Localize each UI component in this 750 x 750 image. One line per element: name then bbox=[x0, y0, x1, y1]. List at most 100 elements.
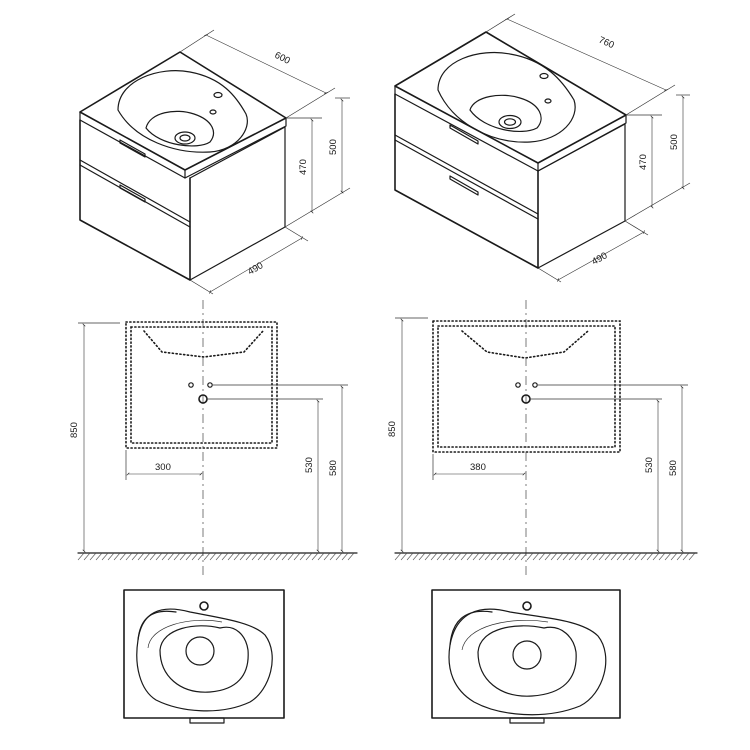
floor-hatch-line bbox=[209, 552, 217, 561]
floor-hatch-line bbox=[418, 552, 426, 561]
floor-hatch-line bbox=[454, 552, 462, 561]
large-cabinet-height-label: 470 bbox=[638, 154, 649, 170]
floor-hatch-line bbox=[550, 552, 558, 561]
small-cabinet-side bbox=[189, 126, 286, 281]
floor-hatch-line bbox=[676, 552, 684, 561]
large-unit-elevation: 850 530 580 380 bbox=[387, 300, 698, 575]
floor-hatch-line bbox=[167, 552, 175, 561]
large-bottom-handle[interactable] bbox=[449, 175, 479, 196]
floor-hatch-line bbox=[526, 552, 534, 561]
floor-hatch-line bbox=[95, 552, 103, 561]
floor-hatch-line bbox=[472, 552, 480, 561]
large-drain-inner bbox=[503, 118, 517, 126]
floor-hatch-line bbox=[646, 552, 654, 561]
floor-hatch-line bbox=[77, 552, 85, 561]
floor-hatch-line bbox=[562, 552, 570, 561]
small-countertop-side-edge bbox=[184, 117, 287, 179]
small-top-handle[interactable] bbox=[119, 139, 146, 158]
large-cabinet-front bbox=[394, 93, 539, 269]
floor-hatch-line bbox=[412, 552, 420, 561]
small-drain-inner bbox=[179, 134, 191, 142]
small-basin-outline bbox=[143, 330, 264, 358]
floor-hatch-line bbox=[682, 552, 690, 561]
floor-hatch-line bbox=[125, 552, 133, 561]
floor-hatch-line bbox=[269, 552, 277, 561]
floor-hatch-line bbox=[245, 552, 253, 561]
floor-hatch-line bbox=[293, 552, 301, 561]
floor-hatch-line bbox=[329, 552, 337, 561]
floor-hatch-line bbox=[107, 552, 115, 561]
floor-hatch-line bbox=[299, 552, 307, 561]
small-basin-rim bbox=[117, 70, 248, 153]
floor-hatch-line bbox=[424, 552, 432, 561]
floor-hatch-line bbox=[448, 552, 456, 561]
floor-hatch-line bbox=[173, 552, 181, 561]
small-unit-top-view bbox=[123, 589, 285, 724]
small-top-tap-hole bbox=[199, 601, 209, 611]
floor-hatch-line bbox=[113, 552, 121, 561]
floor-hatch-line bbox=[568, 552, 576, 561]
small-countertop-front-edge bbox=[79, 111, 186, 179]
floor-hatch-line bbox=[556, 552, 564, 561]
large-drawer-gap bbox=[394, 139, 539, 220]
large-cabinet-inner-outline bbox=[437, 325, 616, 448]
floor-hatch-line bbox=[466, 552, 474, 561]
floor-hatch-line bbox=[478, 552, 486, 561]
large-top-basin-rim bbox=[448, 608, 607, 716]
large-unit-top-view bbox=[431, 589, 621, 724]
floor-hatch-line bbox=[239, 552, 247, 561]
floor-hatch-line bbox=[197, 552, 205, 561]
small-width-label: 600 bbox=[273, 50, 292, 67]
large-floor-hatch bbox=[394, 552, 696, 561]
floor-hatch-line bbox=[436, 552, 444, 561]
floor-hatch-line bbox=[275, 552, 283, 561]
small-drain-hole bbox=[174, 131, 196, 145]
large-top-handle-plan bbox=[509, 717, 545, 724]
large-total-height-label: 500 bbox=[669, 134, 680, 150]
large-top-drain bbox=[512, 640, 542, 670]
floor-hatch-line bbox=[281, 552, 289, 561]
floor-hatch-line bbox=[155, 552, 163, 561]
small-floor-hatch bbox=[77, 552, 355, 561]
floor-hatch-line bbox=[544, 552, 552, 561]
floor-hatch-line bbox=[221, 552, 229, 561]
floor-hatch-line bbox=[406, 552, 414, 561]
floor-hatch-line bbox=[191, 552, 199, 561]
small-tap-height-label: 580 bbox=[328, 460, 339, 476]
small-tap-hole bbox=[213, 91, 223, 99]
large-drain-offset-label: 380 bbox=[470, 462, 486, 473]
floor-hatch-line bbox=[323, 552, 331, 561]
floor-hatch-line bbox=[143, 552, 151, 561]
small-cabinet-height-label: 470 bbox=[298, 159, 309, 175]
large-countertop-side-edge bbox=[537, 114, 627, 172]
floor-hatch-line bbox=[137, 552, 145, 561]
large-top-bowl-contour bbox=[461, 619, 549, 651]
large-basin-rim bbox=[437, 51, 576, 143]
small-bottom-handle[interactable] bbox=[119, 184, 146, 203]
large-top-rim-inner bbox=[449, 610, 493, 646]
small-top-drain bbox=[185, 636, 215, 666]
floor-hatch-line bbox=[484, 552, 492, 561]
floor-hatch-line bbox=[185, 552, 193, 561]
floor-hatch-line bbox=[442, 552, 450, 561]
floor-hatch-line bbox=[538, 552, 546, 561]
large-floor-height-label: 850 bbox=[387, 421, 398, 437]
small-top-basin-bowl bbox=[159, 625, 249, 693]
floor-hatch-line bbox=[502, 552, 510, 561]
small-depth-label: 490 bbox=[246, 260, 265, 277]
floor-hatch-line bbox=[305, 552, 313, 561]
large-drawer-split bbox=[394, 134, 539, 215]
floor-hatch-line bbox=[508, 552, 516, 561]
floor-hatch-line bbox=[119, 552, 127, 561]
floor-hatch-line bbox=[161, 552, 169, 561]
large-top-handle[interactable] bbox=[449, 124, 479, 145]
small-overflow-hole bbox=[209, 109, 217, 115]
floor-hatch-line bbox=[598, 552, 606, 561]
floor-hatch-line bbox=[257, 552, 265, 561]
floor-hatch-line bbox=[664, 552, 672, 561]
small-total-height-label: 500 bbox=[328, 139, 339, 155]
small-drain-offset-label: 300 bbox=[155, 462, 171, 473]
floor-hatch-line bbox=[610, 552, 618, 561]
floor-hatch-line bbox=[131, 552, 139, 561]
floor-hatch-line bbox=[496, 552, 504, 561]
